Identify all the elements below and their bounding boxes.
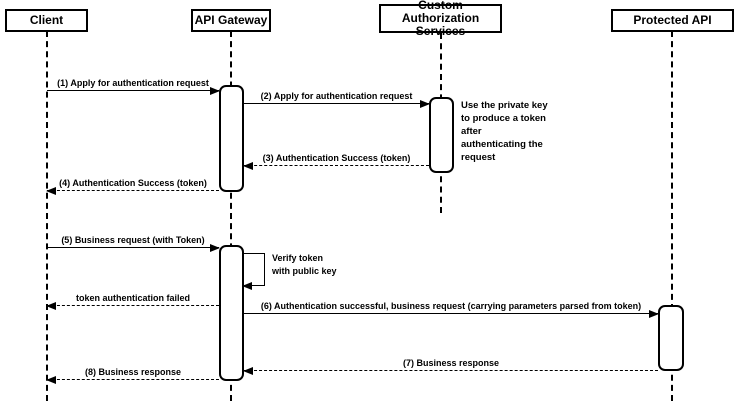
activation-api-gateway-auth: [219, 85, 244, 192]
participant-custom-authorization-services: Custom Authorization Services: [379, 0, 502, 38]
activation-api-gateway-business: [219, 245, 244, 381]
message-2-label: (2) Apply for authentication request: [260, 91, 413, 101]
participant-client: Client: [5, 9, 88, 32]
lifeline-client: [46, 31, 48, 401]
message-5-line: [47, 247, 219, 248]
message-2: (2) Apply for authentication request: [244, 89, 430, 108]
activation-custom-authorization-services: [429, 97, 454, 173]
activation-protected-api: [658, 305, 684, 371]
message-1-label: (1) Apply for authentication request: [57, 78, 209, 88]
message-6: (6) Authentication successful, business …: [244, 299, 659, 318]
self-message-label: Verify token with public key: [272, 253, 337, 276]
message-5-label: (5) Business request (with Token): [61, 235, 205, 245]
arrowhead-left-icon: [46, 375, 56, 384]
participant-protected-api: Protected API: [611, 9, 734, 32]
note-private-key: Use the private key to produce a token a…: [461, 100, 548, 163]
message-3: (3) Authentication Success (token): [243, 151, 429, 170]
participant-api-gateway: API Gateway: [191, 9, 271, 32]
message-8: (8) Business response: [46, 365, 219, 384]
message-7-label: (7) Business response: [402, 358, 500, 368]
arrowhead-right-icon: [649, 309, 659, 318]
message-6-line: [244, 313, 658, 314]
message-3-line: [244, 165, 429, 166]
arrowhead-left-icon: [243, 366, 253, 375]
message-4: (4) Authentication Success (token): [46, 176, 219, 195]
arrowhead-right-icon: [210, 243, 220, 252]
message-token-failed: token authentication failed: [46, 291, 219, 310]
message-4-line: [47, 190, 219, 191]
message-token-failed-label: token authentication failed: [75, 293, 190, 303]
self-message-verify-token: [242, 253, 265, 290]
message-2-line: [244, 103, 429, 104]
message-1-line: [47, 90, 219, 91]
message-7: (7) Business response: [243, 356, 658, 375]
lifeline-api-gateway: [230, 31, 232, 401]
arrowhead-left-icon: [243, 161, 253, 170]
arrowhead-left-icon: [46, 301, 56, 310]
message-8-label: (8) Business response: [84, 367, 182, 377]
arrowhead-right-icon: [210, 86, 220, 95]
message-4-label: (4) Authentication Success (token): [59, 178, 207, 188]
message-5: (5) Business request (with Token): [47, 233, 220, 252]
message-token-failed-line: [47, 305, 219, 306]
message-3-label: (3) Authentication Success (token): [262, 153, 411, 163]
message-1: (1) Apply for authentication request: [47, 76, 220, 95]
arrowhead-left-icon: [242, 282, 252, 290]
arrowhead-right-icon: [420, 99, 430, 108]
lifeline-protected-api: [671, 31, 673, 401]
arrowhead-left-icon: [46, 186, 56, 195]
message-8-line: [47, 379, 219, 380]
message-6-label: (6) Authentication successful, business …: [260, 301, 642, 311]
message-7-line: [244, 370, 658, 371]
